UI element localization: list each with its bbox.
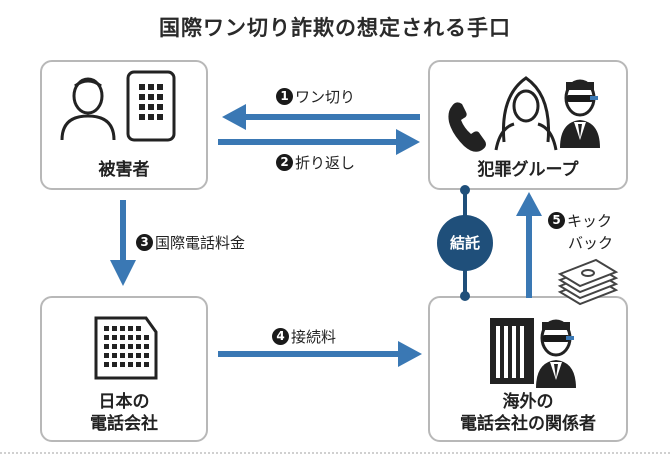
arrow-connection-fee: [218, 341, 422, 367]
arrow-kickback: [516, 192, 542, 298]
step2-number: 2: [276, 154, 293, 171]
arrow-callback: [218, 129, 420, 155]
step4-number: 4: [272, 328, 289, 345]
step5-text-line1: キック: [567, 212, 613, 230]
collusion-badge: 結託: [437, 215, 493, 271]
overseas-sunglasses-man-icon: [536, 319, 576, 388]
step5-label-line2: バック: [568, 232, 613, 253]
overseas-affiliate-line1: 海外の: [502, 392, 554, 412]
arrow-one-ring: [222, 104, 420, 130]
office-building-icon: [94, 316, 158, 380]
step3-number: 3: [136, 234, 153, 251]
step1-number: 1: [276, 88, 293, 105]
step2-text: 折り返し: [295, 154, 356, 172]
money-stack-icon: [557, 258, 619, 306]
dark-building-icon: [490, 318, 534, 384]
jp-phone-company-line2: 電話会社: [90, 414, 158, 434]
step1-label: 1 ワン切り: [276, 86, 355, 107]
step1-text: ワン切り: [295, 88, 356, 106]
victim-label: 被害者: [98, 160, 150, 180]
arrow-intl-call-charge: [110, 200, 136, 286]
victim-box: 被害者: [40, 60, 208, 190]
page-title: 国際ワン切り詐欺の想定される手口: [159, 16, 511, 40]
person-icon: [60, 77, 116, 141]
step4-label: 4 接続料: [272, 326, 336, 347]
step4-text: 接続料: [291, 328, 337, 346]
bottom-divider: [0, 452, 670, 454]
overseas-affiliate-line2: 電話会社の関係者: [460, 414, 596, 434]
step3-text: 国際電話料金: [155, 234, 246, 252]
smartphone-icon: [126, 70, 176, 142]
step3-label: 3 国際電話料金: [136, 232, 245, 253]
step5-text-line2: バック: [568, 234, 614, 252]
jp-phone-company-line1: 日本の: [98, 392, 150, 412]
crime-group-box: 犯罪グループ: [428, 60, 628, 190]
step2-label: 2 折り返し: [276, 152, 355, 173]
hooded-figure-icon: [494, 76, 558, 151]
crime-group-label: 犯罪グループ: [477, 160, 579, 180]
step5-label: 5 キック: [548, 210, 612, 231]
sunglasses-man-icon: [560, 79, 600, 148]
phone-handset-icon: [448, 102, 486, 152]
step5-number: 5: [548, 212, 565, 229]
